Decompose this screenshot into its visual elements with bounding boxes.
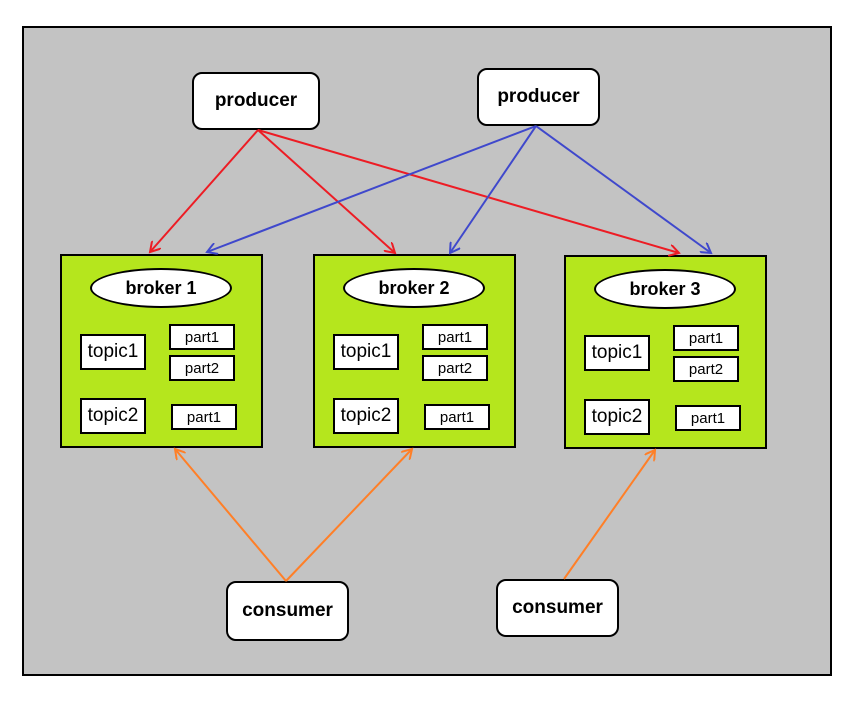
topic-box: topic2	[333, 398, 399, 434]
partition-label: part1	[186, 408, 222, 426]
broker-node-1: broker 1 topic1 part1 part2 topic2 part1	[60, 254, 263, 448]
partition-box: part2	[422, 355, 488, 381]
partition-box: part2	[169, 355, 235, 381]
partition-box: part1	[673, 325, 739, 351]
topic-box: topic1	[584, 335, 650, 371]
partition-box: part1	[424, 404, 490, 430]
partition-label: part1	[437, 328, 473, 346]
producer-node-1: producer	[192, 72, 320, 130]
producer-label: producer	[214, 90, 298, 111]
partition-box: part1	[169, 324, 235, 350]
broker-label: broker 3	[594, 269, 736, 309]
consumer-label: consumer	[242, 600, 333, 621]
partition-box: part1	[171, 404, 237, 430]
topic-label: topic1	[591, 342, 643, 363]
partition-label: part1	[688, 329, 724, 347]
partition-label: part2	[184, 359, 220, 377]
broker-node-2: broker 2 topic1 part1 part2 topic2 part1	[313, 254, 516, 448]
consumer-node-1: consumer	[226, 581, 349, 641]
topic-label: topic2	[591, 406, 643, 427]
producer-label: producer	[497, 86, 580, 107]
topic-box: topic1	[80, 334, 146, 370]
topic-box: topic1	[333, 334, 399, 370]
broker-label-text: broker 3	[629, 278, 701, 299]
partition-label: part1	[690, 409, 726, 427]
partition-box: part2	[673, 356, 739, 382]
topic-label: topic1	[87, 341, 139, 362]
broker-label-text: broker 1	[125, 277, 197, 298]
topic-box: topic2	[80, 398, 146, 434]
partition-label: part2	[437, 359, 473, 377]
broker-node-3: broker 3 topic1 part1 part2 topic2 part1	[564, 255, 767, 449]
consumer-label: consumer	[512, 597, 603, 618]
partition-box: part1	[422, 324, 488, 350]
topic-label: topic1	[340, 341, 392, 362]
broker-label: broker 1	[90, 268, 232, 308]
topic-label: topic2	[87, 405, 139, 426]
partition-label: part2	[688, 360, 724, 378]
broker-label: broker 2	[343, 268, 485, 308]
partition-label: part1	[439, 408, 475, 426]
topic-box: topic2	[584, 399, 650, 435]
producer-node-2: producer	[477, 68, 600, 126]
topic-label: topic2	[340, 405, 392, 426]
partition-label: part1	[184, 328, 220, 346]
broker-label-text: broker 2	[378, 277, 450, 298]
consumer-node-2: consumer	[496, 579, 619, 637]
partition-box: part1	[675, 405, 741, 431]
